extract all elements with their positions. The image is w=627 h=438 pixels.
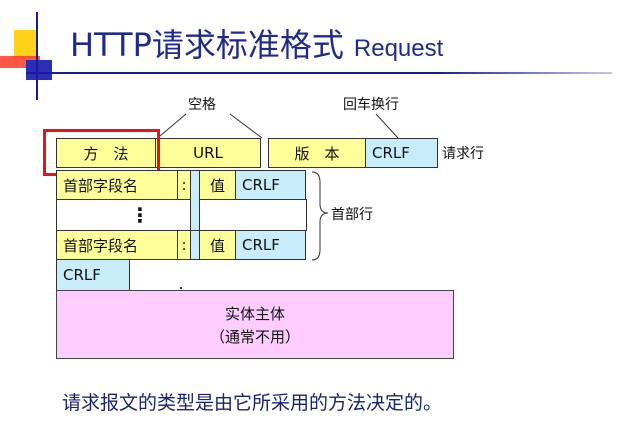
ellipsis-space-column	[190, 199, 200, 231]
blank-line-crlf: CRLF	[56, 259, 130, 291]
header-value-1: 值	[199, 170, 236, 200]
space-label: 空格	[188, 97, 216, 113]
header-brace	[311, 171, 329, 261]
title-underline	[26, 72, 612, 74]
request-line-label: 请求行	[442, 146, 484, 162]
header-ellipsis-row	[56, 199, 307, 231]
version-cell: 版 本	[268, 138, 366, 168]
header-colon-1: :	[177, 170, 191, 200]
caption: 请求报文的类型是由它所采用的方法决定的。	[62, 392, 443, 414]
header-ellipsis: ⋮	[130, 203, 150, 227]
decorative-dot	[180, 287, 182, 289]
space-pointer-left	[159, 113, 187, 137]
url-cell: URL	[155, 138, 261, 168]
header-crlf-2: CRLF	[235, 230, 306, 260]
header-field-name-2: 首部字段名	[56, 230, 178, 260]
title-main: HTTP请求标准格式	[70, 26, 344, 64]
method-highlight-box	[43, 129, 160, 176]
method-cell: 方 法	[56, 138, 156, 168]
entity-body-note: （通常不用）	[209, 327, 300, 346]
crlf-pointer	[375, 113, 399, 139]
header-field-name-1: 首部字段名	[56, 170, 178, 200]
entity-body: 实体主体 （通常不用）	[56, 290, 454, 359]
header-value-2: 值	[199, 230, 236, 260]
entity-body-title: 实体主体	[224, 304, 285, 323]
page-title: HTTP请求标准格式 Request	[70, 20, 443, 68]
title-sub: Request	[353, 35, 444, 62]
title-decoration-yellow	[14, 30, 38, 58]
header-colon-2: :	[177, 230, 191, 260]
title-decoration-blue	[26, 60, 52, 80]
request-crlf-cell: CRLF	[365, 138, 438, 168]
header-lines-label: 首部行	[331, 207, 373, 223]
header-crlf-1: CRLF	[235, 170, 306, 200]
title-decoration-vertical-line	[36, 12, 38, 100]
crlf-label: 回车换行	[343, 97, 399, 113]
space-pointer-right	[229, 113, 263, 139]
